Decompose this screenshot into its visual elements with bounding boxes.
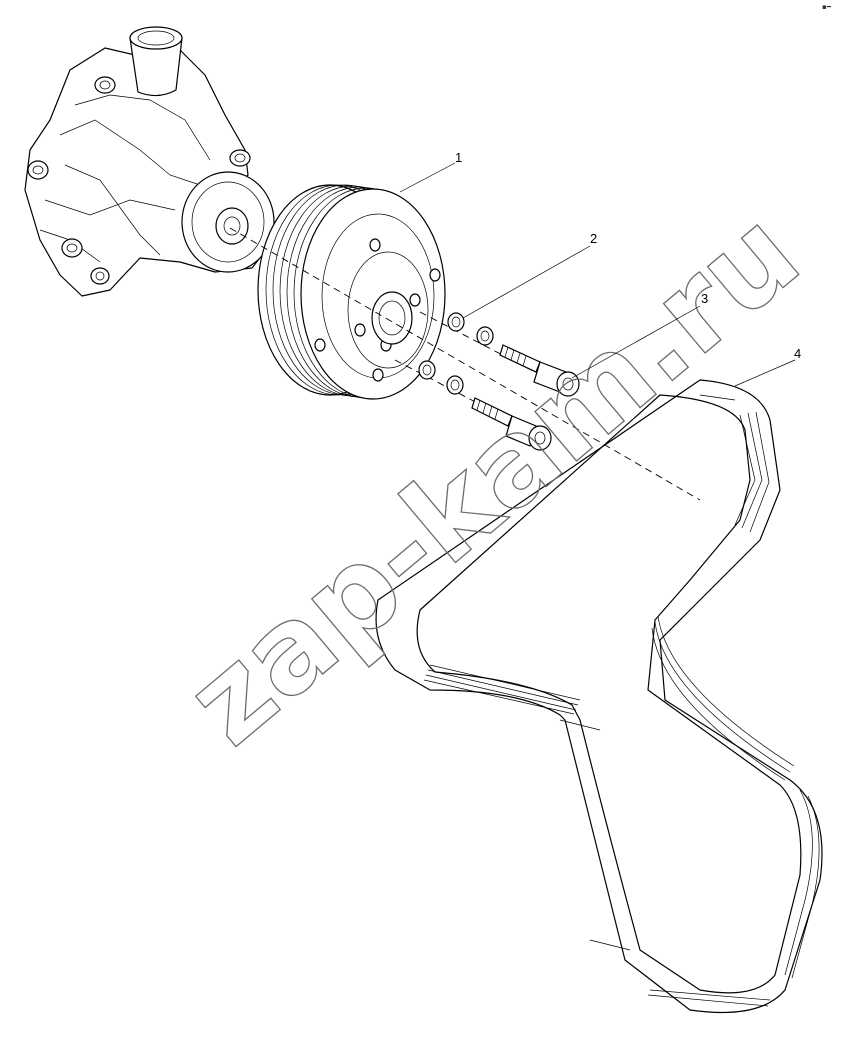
bolts bbox=[471, 344, 580, 451]
water-pump-housing bbox=[24, 26, 275, 297]
callout-label: 4 bbox=[794, 346, 801, 361]
callout-label: 3 bbox=[701, 291, 708, 306]
corner-mark: ▪━ bbox=[822, 3, 832, 11]
bolt-centerline-upper bbox=[419, 311, 561, 386]
callout-1: 1 bbox=[399, 150, 462, 193]
callout-2: 2 bbox=[462, 231, 597, 319]
washers bbox=[418, 312, 494, 395]
callout-label: 2 bbox=[590, 231, 597, 246]
callout-4: 4 bbox=[734, 346, 801, 387]
poly-v-belt bbox=[375, 379, 823, 1014]
callout-label: 1 bbox=[455, 150, 462, 165]
callout-3: 3 bbox=[571, 291, 708, 379]
pulley bbox=[257, 184, 446, 400]
axis-centerline bbox=[229, 227, 701, 501]
